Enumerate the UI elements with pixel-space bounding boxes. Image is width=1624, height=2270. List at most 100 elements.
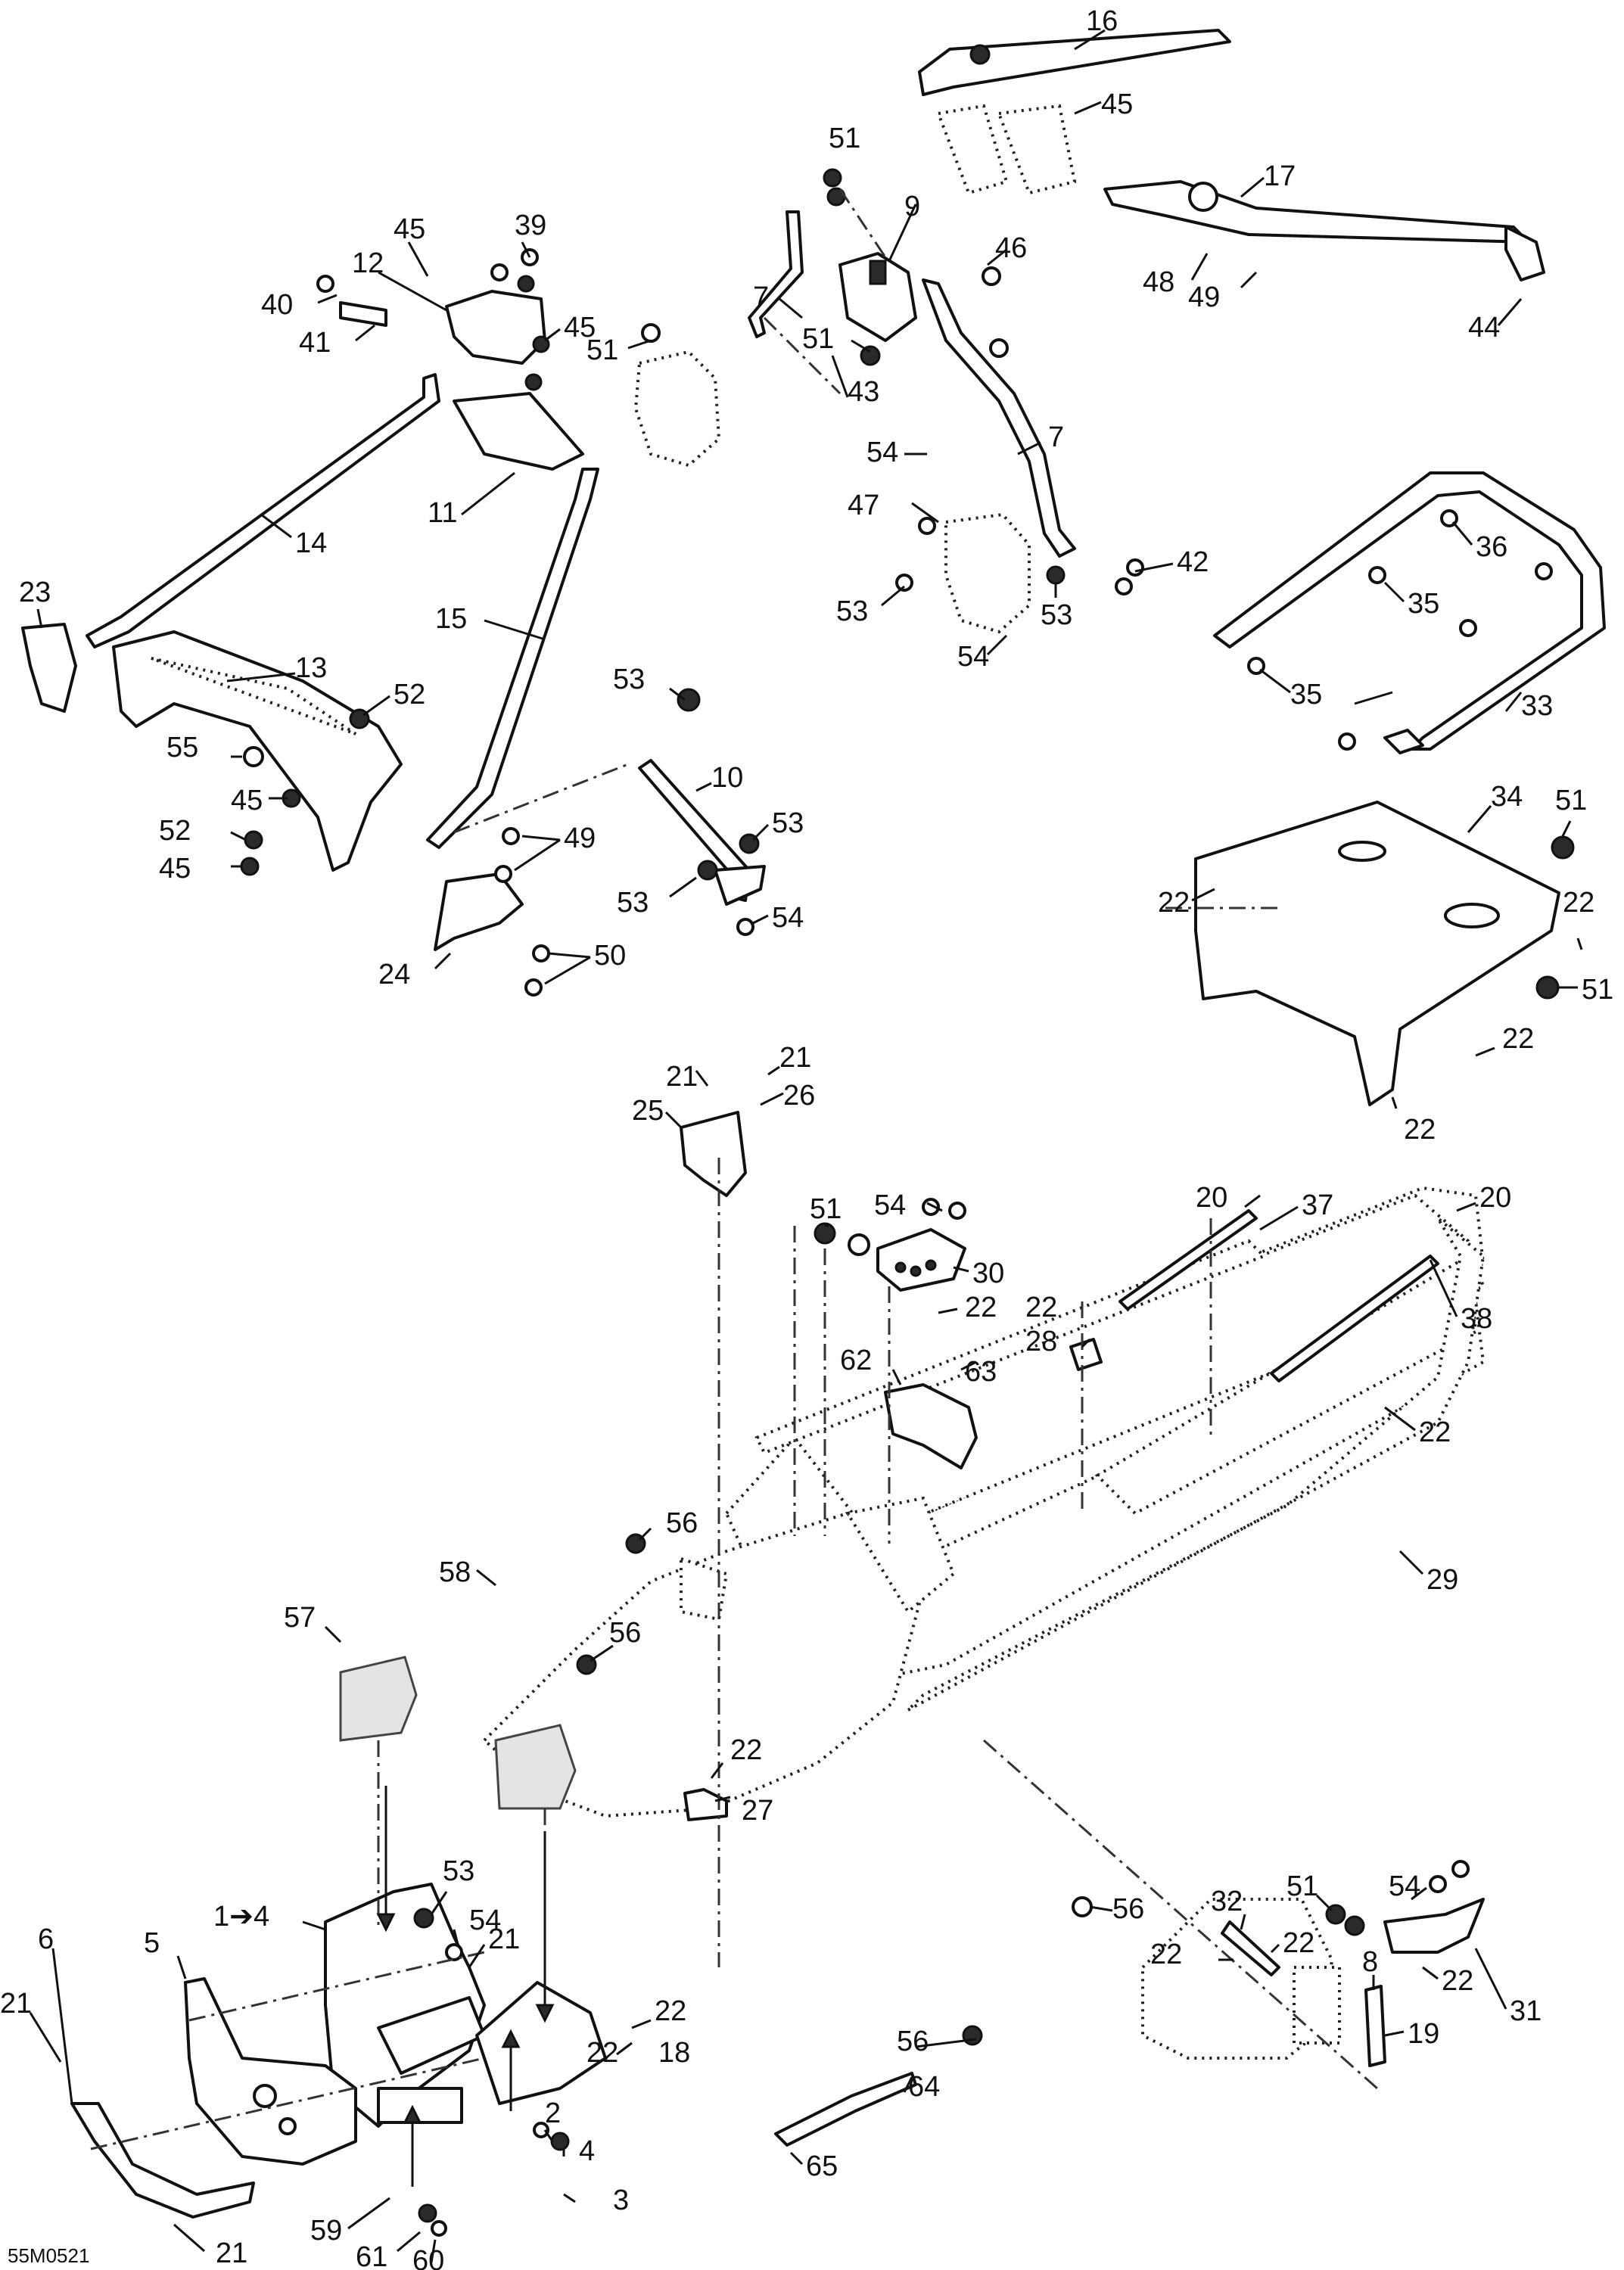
callout-53: 53	[613, 664, 645, 695]
callout-22: 22	[655, 1995, 686, 2027]
callout-32: 32	[1211, 1886, 1243, 1917]
callout-20: 20	[1479, 1182, 1511, 1214]
callout-53: 53	[1041, 599, 1072, 631]
callout-14: 14	[295, 527, 327, 559]
part-16-upper-bar	[918, 29, 1231, 195]
callout-11: 11	[428, 497, 457, 529]
pivot-plate-upper	[633, 350, 721, 468]
diagram-code: 55M0521	[8, 2244, 89, 2267]
callout-28: 28	[1025, 1326, 1057, 1357]
callout-10: 10	[711, 762, 743, 794]
callout-65: 65	[806, 2150, 838, 2182]
part-6-skid-plate	[70, 2102, 255, 2219]
assembly-arrows	[376, 1786, 555, 2187]
part-11-brace	[426, 392, 599, 849]
callout-22: 22	[1025, 1292, 1057, 1323]
callout-45: 45	[159, 853, 191, 885]
callout-54: 54	[866, 437, 898, 468]
callout-21: 21	[779, 1042, 811, 1074]
callout-60: 60	[412, 2245, 444, 2270]
part-9-bracket	[838, 252, 917, 342]
callout-24: 24	[378, 959, 410, 990]
callout-51: 51	[1582, 974, 1613, 1006]
callout-37: 37	[1302, 1189, 1333, 1221]
callout-25: 25	[632, 1095, 664, 1127]
callout-22: 22	[1563, 887, 1594, 919]
callout-46: 46	[995, 232, 1027, 264]
callout-7: 7	[1048, 421, 1064, 453]
callout-12: 12	[352, 247, 384, 279]
callout-21: 21	[488, 1923, 520, 1955]
callout-51: 51	[1286, 1870, 1318, 1902]
callout-51: 51	[1555, 785, 1587, 816]
callout-48: 48	[1143, 266, 1174, 298]
callout-55: 55	[166, 732, 198, 763]
part-58-insert	[494, 1724, 577, 1810]
callout-56: 56	[609, 1617, 641, 1649]
callout-59: 59	[310, 2215, 342, 2247]
callout-52: 52	[159, 815, 191, 847]
callout-22: 22	[1158, 887, 1190, 919]
callout-36: 36	[1476, 531, 1507, 563]
part-62-bracket	[884, 1383, 978, 1469]
callout-49: 49	[1188, 281, 1220, 313]
callout-22: 22	[965, 1292, 997, 1323]
part-57-insert	[339, 1656, 418, 1742]
callout-40: 40	[261, 289, 293, 321]
pivot-plate-lower	[944, 512, 1031, 634]
callout-53: 53	[772, 807, 804, 839]
callout-45: 45	[1101, 89, 1133, 120]
callout-50: 50	[594, 940, 626, 972]
callout-18: 18	[658, 2037, 690, 2069]
callout-54: 54	[1389, 1870, 1420, 1902]
callout-7: 7	[753, 281, 769, 313]
part-7-left-arm	[748, 210, 804, 338]
callout-19: 19	[1408, 2018, 1439, 2050]
callout-4: 4	[579, 2135, 595, 2167]
callout-56: 56	[666, 1507, 698, 1539]
callout-21: 21	[666, 1061, 698, 1093]
part-7-right-arm	[922, 278, 1076, 558]
callout-22: 22	[1442, 1965, 1473, 1997]
callout-54: 54	[772, 902, 804, 934]
callout-54: 54	[469, 1905, 501, 1936]
callout-22: 22	[730, 1734, 762, 1766]
callout-35: 35	[1408, 588, 1439, 620]
callout-64: 64	[908, 2071, 940, 2103]
callout-51: 51	[829, 123, 860, 154]
fasteners	[240, 168, 1575, 2237]
callout-53: 53	[617, 887, 649, 919]
part-38-rail	[1270, 1255, 1439, 1382]
callout-31: 31	[1510, 1995, 1542, 2027]
part-8-strap	[1364, 1985, 1386, 2067]
callout-54: 54	[874, 1189, 906, 1221]
part-25-bracket	[680, 1111, 747, 1197]
front-frame	[482, 1496, 956, 1818]
callout-21: 21	[0, 1988, 32, 2020]
callout-35: 35	[1290, 679, 1322, 711]
callout-56: 56	[897, 2026, 929, 2057]
callout-43: 43	[848, 376, 879, 408]
part-34-tunnel-plate	[1194, 801, 1560, 1106]
callout-45: 45	[564, 312, 596, 344]
callout-27: 27	[742, 1795, 773, 1827]
part-18-bracket	[475, 1981, 607, 2105]
callout-5: 5	[144, 1927, 160, 1959]
callout-34: 34	[1491, 781, 1523, 813]
callout-13: 13	[295, 652, 327, 684]
callout-45: 45	[394, 213, 425, 245]
part-14-tube	[86, 373, 440, 648]
callout-53: 53	[836, 595, 868, 627]
callout-21: 21	[216, 2237, 247, 2269]
callout-15: 15	[435, 603, 467, 635]
part-31-mount	[1383, 1898, 1485, 1954]
callout-22: 22	[1150, 1939, 1182, 1970]
callout-53: 53	[443, 1855, 474, 1887]
callout-62: 62	[840, 1345, 872, 1376]
callout-57: 57	[284, 1602, 316, 1634]
callout-labels: 16 45 17 48 49 44 51 9 46 7 51 51 43 54 …	[0, 5, 1613, 2270]
part-27-bracket	[683, 1788, 728, 1821]
callout-22: 22	[1404, 1114, 1436, 1146]
callout-22: 22	[586, 2037, 618, 2069]
callout-1-to-4: 1➔4	[213, 1901, 269, 1933]
